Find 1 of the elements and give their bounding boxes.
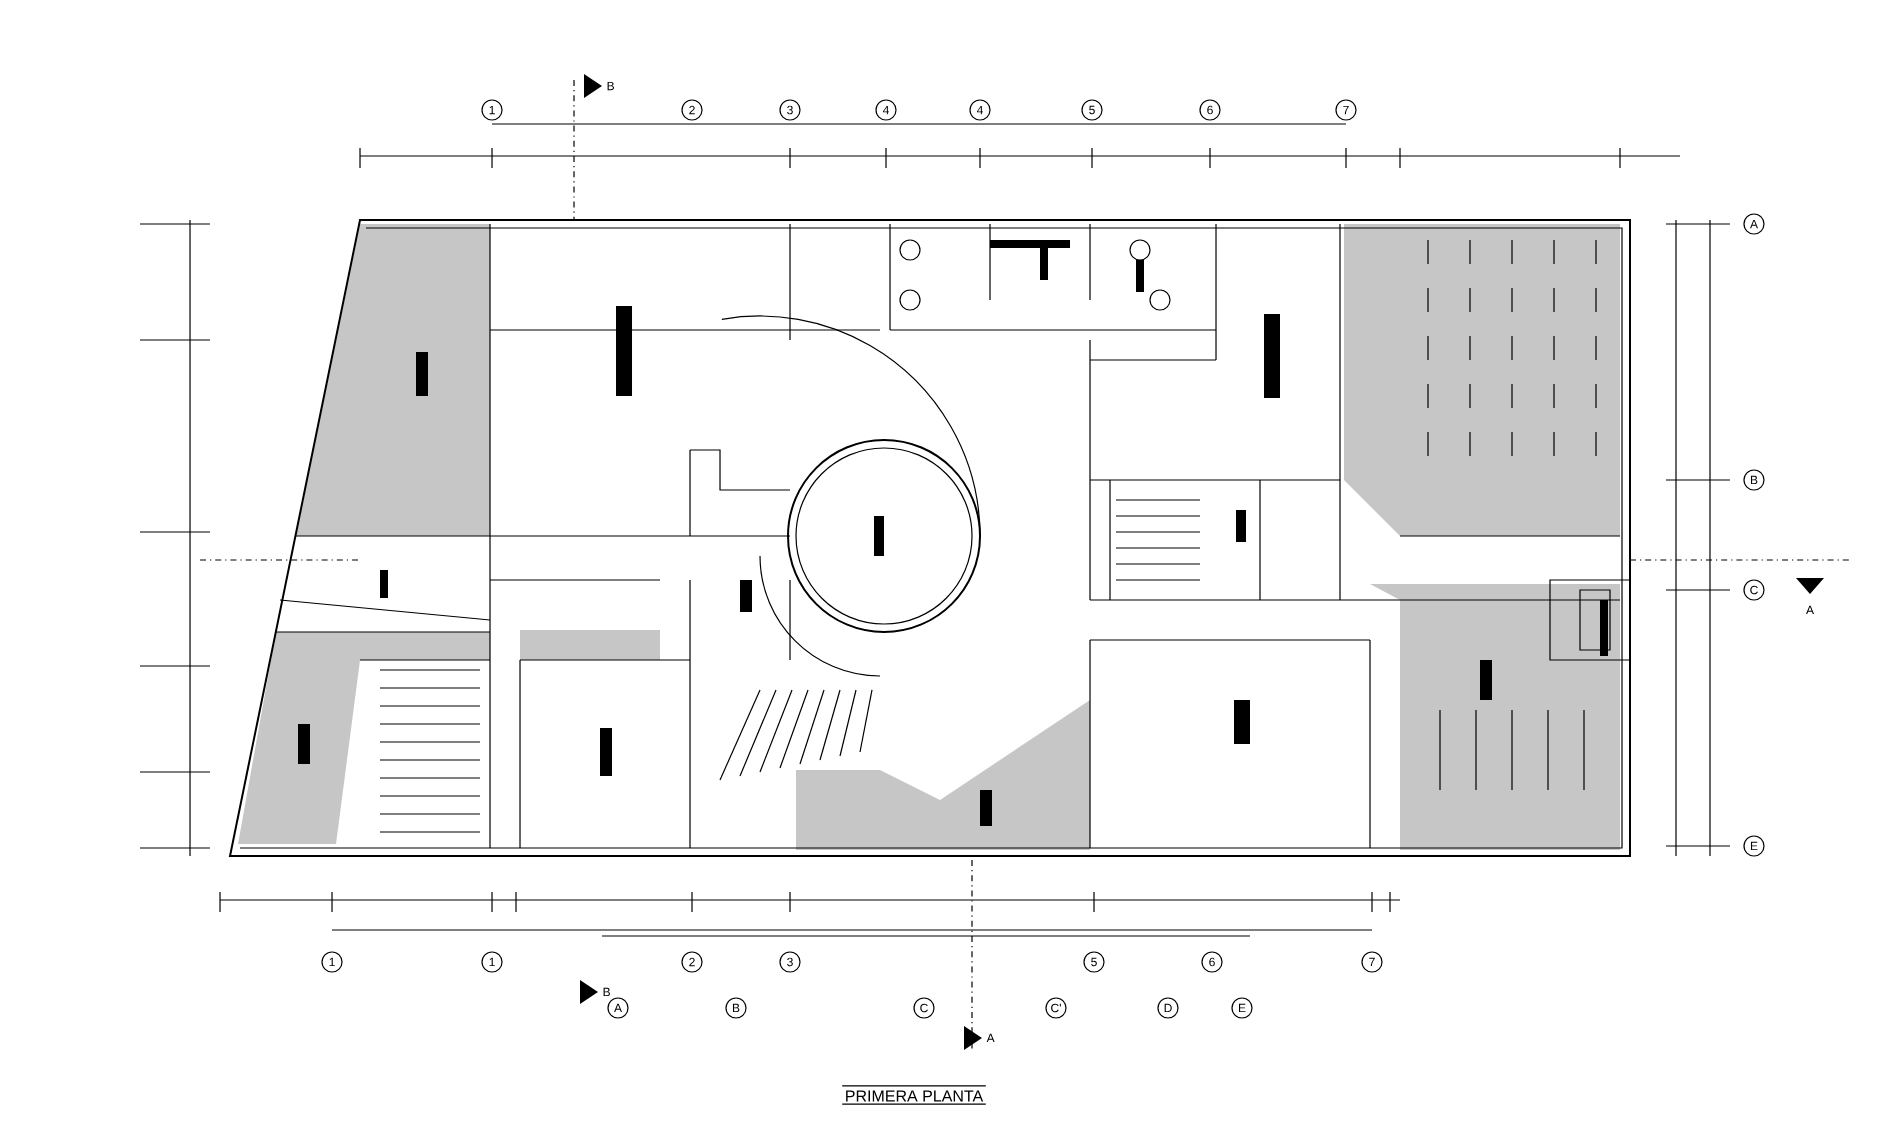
plan-title: PRIMERA PLANTA: [841, 1085, 987, 1105]
